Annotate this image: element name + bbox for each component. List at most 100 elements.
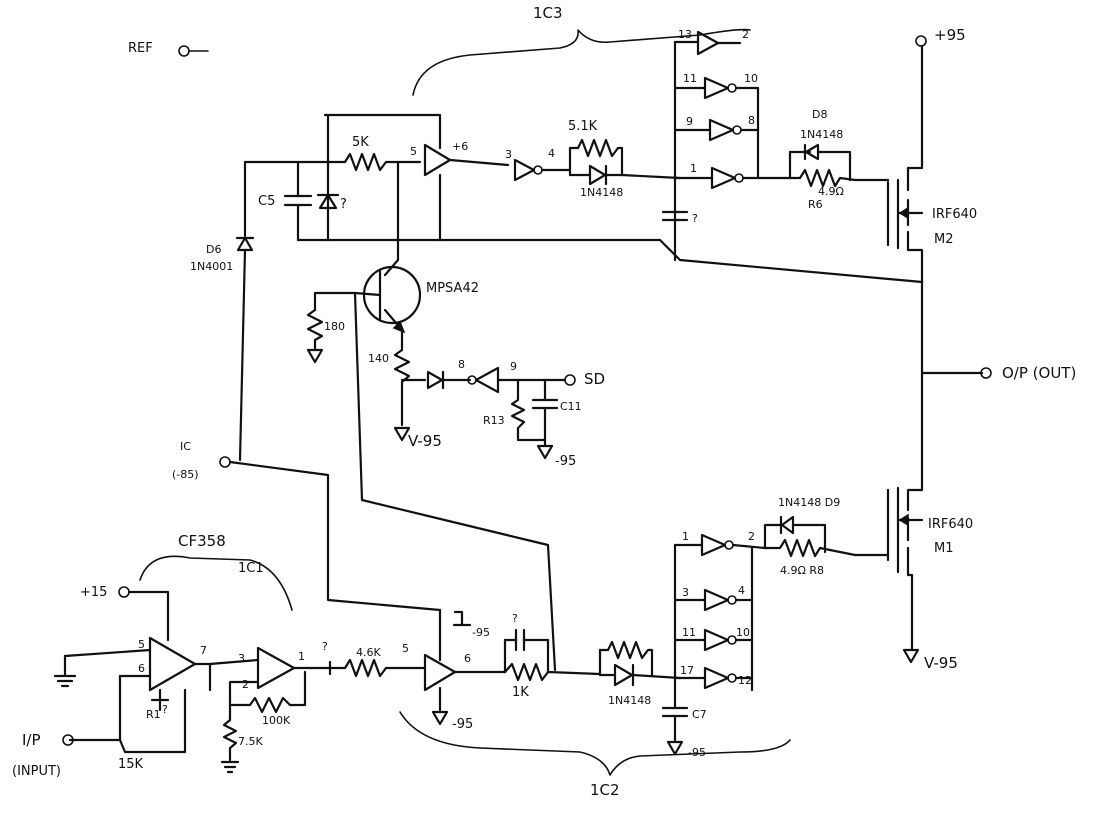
plus-supply-rail <box>906 44 924 170</box>
c7-supply-arrow <box>666 740 684 756</box>
ic2-comparator <box>423 653 457 692</box>
base-wire <box>313 291 357 312</box>
zener-question-label: ? <box>340 197 347 212</box>
opamp-b-inv <box>228 680 260 722</box>
ic3-brace <box>412 28 751 96</box>
pin-1d-label: 1 <box>682 530 689 543</box>
top-return-rail <box>296 238 924 284</box>
pin-11d-label: 11 <box>682 626 696 639</box>
output-label: O/P (OUT) <box>1002 364 1076 382</box>
r-180-supply-arrow <box>306 348 324 364</box>
bias-to-ic2-wire <box>228 460 442 612</box>
c5-label: C5 <box>258 194 275 209</box>
ic1-label: 1C1 <box>238 561 264 576</box>
inverter-gate-3-4 <box>513 158 543 182</box>
m1-supply-label: V-95 <box>924 654 958 672</box>
diode-1n4148-bottom <box>598 663 682 687</box>
opamp-a-ground <box>53 654 77 688</box>
c11-supply-arrow <box>536 444 554 460</box>
ic2-cap-question-label: ? <box>512 612 518 625</box>
r-5k1-label: 5.1K <box>568 119 598 134</box>
ic1-opamp-b <box>256 646 296 690</box>
buffer-gate-13-2 <box>673 30 742 56</box>
r8-label: 4.9Ω R8 <box>780 564 824 577</box>
m1-ref-label: M1 <box>934 541 954 556</box>
c7-capacitor <box>661 543 689 742</box>
c11-capacitor <box>531 378 559 447</box>
sd-terminal <box>564 374 576 386</box>
c-ic3-capacitor <box>661 210 689 222</box>
r1-question-label: ? <box>162 703 168 716</box>
opamp-a-out <box>193 662 212 692</box>
r6-value-label: 4.9Ω <box>818 185 844 198</box>
resistor-r6 <box>788 168 857 188</box>
c5-capacitor <box>283 160 313 242</box>
d9-label: 1N4148 D9 <box>778 496 840 509</box>
r-46k <box>328 658 427 678</box>
pin-7-label: 7 <box>200 644 207 657</box>
ref-terminal <box>178 45 190 57</box>
r-15k-wire <box>118 688 187 754</box>
buffer-gate-1-2-bottom <box>673 533 767 557</box>
ic1-part-label: CF358 <box>178 532 226 550</box>
r1-label: R1 <box>146 708 161 721</box>
pin-5b-label: 5 <box>402 642 409 655</box>
opamp-a-ground-wire <box>63 648 152 658</box>
pin-6c-label: 6 <box>138 662 145 675</box>
d8-part-label: 1N4148 <box>800 128 843 141</box>
resistor-r8 <box>763 538 857 558</box>
c7-supply-label: -95 <box>688 746 706 759</box>
bias-wire-bottom <box>238 248 247 462</box>
r13-resistor <box>510 378 547 442</box>
plus-supply-label: +95 <box>934 26 966 44</box>
r1-marker <box>150 688 170 712</box>
bias-pin-label: IC <box>180 440 191 453</box>
opamp-a-to-b <box>208 658 260 666</box>
r-75k-label: 7.5K <box>238 735 263 748</box>
diode-d9 <box>779 515 827 554</box>
d8-label: D8 <box>812 108 827 121</box>
ic2-supply-arrow <box>431 710 449 726</box>
opamp-feed-wire <box>323 113 442 150</box>
input-terminal <box>62 734 74 746</box>
buffer-gate-1-2 <box>673 166 792 190</box>
buffer-gate-11-10-bottom <box>673 628 754 652</box>
ic2-feedback-cap <box>503 628 550 674</box>
ic3-label: 1C3 <box>533 4 563 22</box>
diode-1n4148-bottom-label: 1N4148 <box>608 694 651 707</box>
ic3-input-bus <box>620 173 682 180</box>
bottom-parallel-resistor <box>598 640 654 677</box>
bias-note-label: (-85) <box>172 468 199 481</box>
pin-2c-label: 2 <box>242 678 249 691</box>
r6-label: R6 <box>808 198 823 211</box>
diode-1n4148-top-label: 1N4148 <box>580 186 623 199</box>
ic3-comparator-top <box>423 143 452 242</box>
base-feedback-wire <box>353 291 557 672</box>
plus-15-label: +15 <box>80 585 107 600</box>
c-ic3-question-label: ? <box>692 212 698 225</box>
pin-2a-label: 2 <box>742 28 749 41</box>
output-terminal <box>980 367 992 379</box>
pin-6b-label: 6 <box>464 652 471 665</box>
mosfet-m1 <box>886 486 924 652</box>
m2-part-label: IRF640 <box>932 207 977 222</box>
buffer-gate-9-8 <box>673 118 760 142</box>
pin-10d-label: 10 <box>736 626 750 639</box>
d6-label: D6 <box>206 243 221 256</box>
r-75k <box>222 718 238 762</box>
pin-2d-label: 2 <box>748 530 755 543</box>
c11-supply-label: -95 <box>555 454 576 469</box>
pin-3c-label: 3 <box>238 652 245 665</box>
r-180 <box>306 308 324 352</box>
pin-11a-label: 11 <box>683 72 697 85</box>
plus-15-terminal <box>118 586 130 598</box>
input-wire <box>68 674 122 742</box>
buffer-gate-11-10 <box>673 76 760 100</box>
r-140 <box>393 328 411 397</box>
bias-terminal <box>219 456 231 468</box>
pin-1c-label: 1 <box>298 650 305 663</box>
diode-d8 <box>788 143 852 182</box>
r-46k-label: 4.6K <box>356 646 381 659</box>
input-pin-label: I/P <box>22 731 41 749</box>
